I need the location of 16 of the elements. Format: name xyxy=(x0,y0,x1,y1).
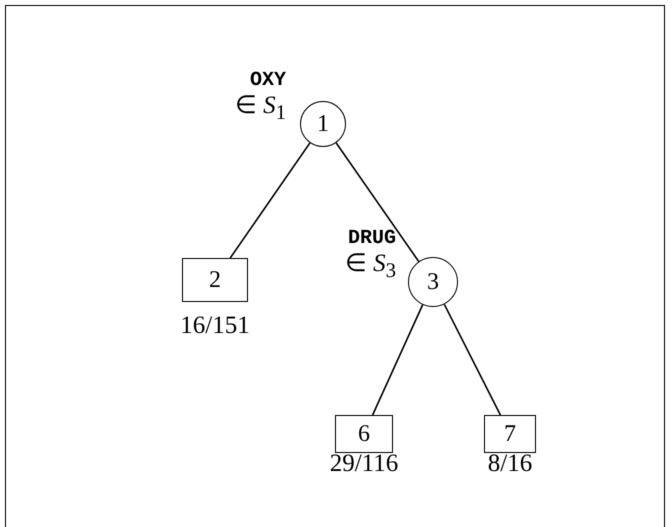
split-condition: ∈ S$_{1}$ xyxy=(234,92,286,126)
split-node-circle: 3 xyxy=(408,257,458,307)
variable-name: DRUG xyxy=(348,228,396,250)
variable-name: OXY xyxy=(250,70,286,92)
split-node-circle: 1 xyxy=(300,101,346,147)
tree-branch-line xyxy=(444,304,502,416)
leaf-node-square: 2 xyxy=(182,258,248,302)
class-count-ratio: 16/151 xyxy=(180,312,250,340)
tree-branch-line xyxy=(230,142,311,258)
class-count-ratio: 8/16 xyxy=(488,450,532,478)
split-condition: ∈ S$_{3}$ xyxy=(344,250,396,284)
leaf-node-square: 6 xyxy=(335,415,393,453)
tree-branch-line xyxy=(372,304,424,416)
tree-branch-line xyxy=(335,142,420,262)
class-count-ratio: 29/116 xyxy=(330,450,398,478)
leaf-node-square: 7 xyxy=(484,415,536,453)
